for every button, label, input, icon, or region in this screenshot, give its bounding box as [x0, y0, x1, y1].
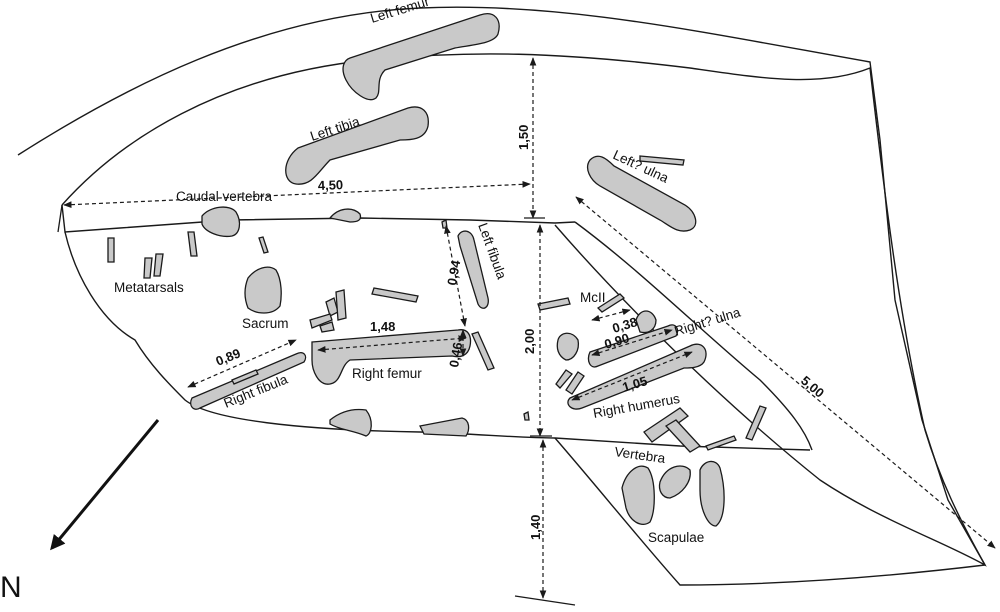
measurement-lines [63, 57, 996, 606]
left-tibia-bone [285, 106, 429, 185]
tiny-bone-near-vertebra [523, 411, 530, 421]
small-bone-horizontal [371, 287, 419, 303]
meas-label-140: 1,40 [528, 515, 543, 540]
meas-label-105: 1,05 [620, 373, 649, 395]
main-excavation-area-outline [61, 204, 576, 233]
small-bone-diagonal [471, 331, 495, 371]
north-label: N [0, 571, 22, 604]
meas-label-450: 4,50 [318, 177, 344, 193]
meas-label-046: 0,46 [446, 341, 465, 369]
outer-boundary-top-line [17, 6, 986, 566]
label-metatarsals: Metatarsals [114, 280, 184, 295]
small-bone-mid-1 [537, 297, 571, 311]
left-femur-bone [342, 13, 500, 101]
metatarsal-bone-1 [107, 237, 115, 263]
bone-labels: Left femur Left tibia Left? ulna Caudal … [114, 0, 743, 545]
meas-label-150: 1,50 [516, 125, 531, 150]
metatarsal-bone-3 [153, 253, 164, 277]
label-right-femur: Right femur [352, 366, 422, 381]
left-boundary-tick [57, 204, 63, 233]
north-arrow: N [0, 419, 160, 604]
small-bone-cluster-2 [335, 289, 347, 321]
tick-bottom-140 [514, 595, 576, 606]
small-bone-upper-right [639, 155, 685, 166]
dim-line-500 [575, 196, 996, 549]
meas-label-500: 5,00 [798, 373, 827, 401]
caudal-vertebra-bone-1 [201, 206, 241, 238]
label-left-femur: Left femur [368, 0, 431, 26]
bone-fragment-mid-2 [635, 310, 657, 334]
lower-zone-outline [554, 437, 986, 586]
meas-label-038: 0,38 [610, 314, 639, 336]
meas-label-200: 2,00 [522, 329, 537, 354]
bones [107, 13, 767, 527]
dim-line-094 [444, 225, 467, 327]
scapula-bone-3 [699, 460, 725, 527]
bone-fragment-mid-1 [556, 332, 580, 361]
bone-fragment-lower-1 [329, 408, 372, 437]
meas-label-090: 0,90 [602, 330, 631, 352]
metatarsal-bone-2 [143, 257, 153, 279]
dim-line-450 [63, 180, 531, 209]
small-bone-near-metatarsals [258, 236, 269, 254]
sacrum-bone [244, 266, 282, 314]
caudal-vertebra-bone-2 [328, 208, 362, 223]
dim-line-105 [571, 351, 693, 401]
bone-fragment-lower-2 [419, 417, 470, 437]
small-bone-cluster-4 [319, 321, 335, 333]
dim-line-089 [187, 339, 297, 388]
site-outlines [17, 6, 987, 586]
metatarsal-bone-4 [187, 231, 198, 257]
label-sacrum: Sacrum [242, 316, 289, 331]
label-vertebra: Vertebra [614, 444, 667, 466]
scapula-bone-1 [621, 465, 655, 525]
small-bone-cluster-3 [309, 313, 333, 329]
north-arrow-shaft [50, 419, 160, 551]
measurement-labels: 1,50 4,50 0,94 2,00 1,48 0,89 0,46 0,38 … [214, 125, 828, 540]
dim-line-148 [317, 335, 467, 353]
meas-label-094: 0,94 [444, 258, 463, 286]
main-area-left-edge [64, 231, 811, 451]
meas-label-089: 0,89 [214, 345, 243, 368]
small-bone-right-2 [745, 405, 767, 441]
label-scapulae: Scapulae [648, 530, 704, 545]
label-caudal-vertebra: Caudal vertebra [176, 189, 273, 204]
label-mcii: McII [580, 290, 606, 305]
cross-bone-2 [664, 419, 702, 453]
scapula-bone-2 [658, 465, 691, 499]
meas-label-148: 1,48 [370, 319, 395, 334]
